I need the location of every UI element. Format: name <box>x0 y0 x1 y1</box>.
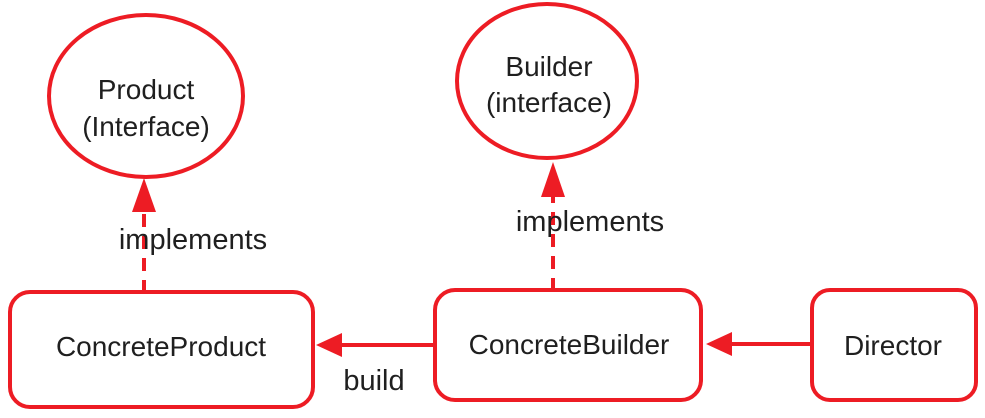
node-director: Director <box>810 288 978 402</box>
director-arrowhead-icon <box>706 332 732 356</box>
edge-build: build <box>316 333 436 397</box>
director-rect <box>810 288 978 402</box>
product-label-line2: (Interface) <box>82 111 210 142</box>
builder-ellipse <box>455 2 639 160</box>
edge-implements-left: implements <box>119 178 267 293</box>
implements-right-arrowhead-icon <box>541 162 565 197</box>
product-label-line1: Product <box>98 74 195 105</box>
implements-left-arrowhead-icon <box>132 178 156 212</box>
concrete-product-rect <box>8 290 315 409</box>
node-concrete-product: ConcreteProduct <box>8 290 315 409</box>
concrete-builder-label: ConcreteBuilder <box>469 329 670 360</box>
edge-implements-right: implements <box>516 162 664 291</box>
concrete-builder-rect <box>433 288 703 402</box>
node-builder-interface: Builder (interface) <box>455 2 639 160</box>
builder-label-line2: (interface) <box>486 87 612 118</box>
implements-left-label: implements <box>119 224 267 256</box>
node-concrete-builder: ConcreteBuilder <box>433 288 703 402</box>
node-product-interface: Product (Interface) <box>47 13 245 179</box>
implements-right-label: implements <box>516 206 664 238</box>
concrete-product-label: ConcreteProduct <box>56 331 266 362</box>
builder-label-line1: Builder <box>505 51 592 82</box>
edge-director-to-builder <box>706 332 812 356</box>
director-label: Director <box>844 330 942 361</box>
build-label: build <box>343 365 404 397</box>
product-ellipse <box>47 13 245 179</box>
build-arrowhead-icon <box>316 333 342 357</box>
